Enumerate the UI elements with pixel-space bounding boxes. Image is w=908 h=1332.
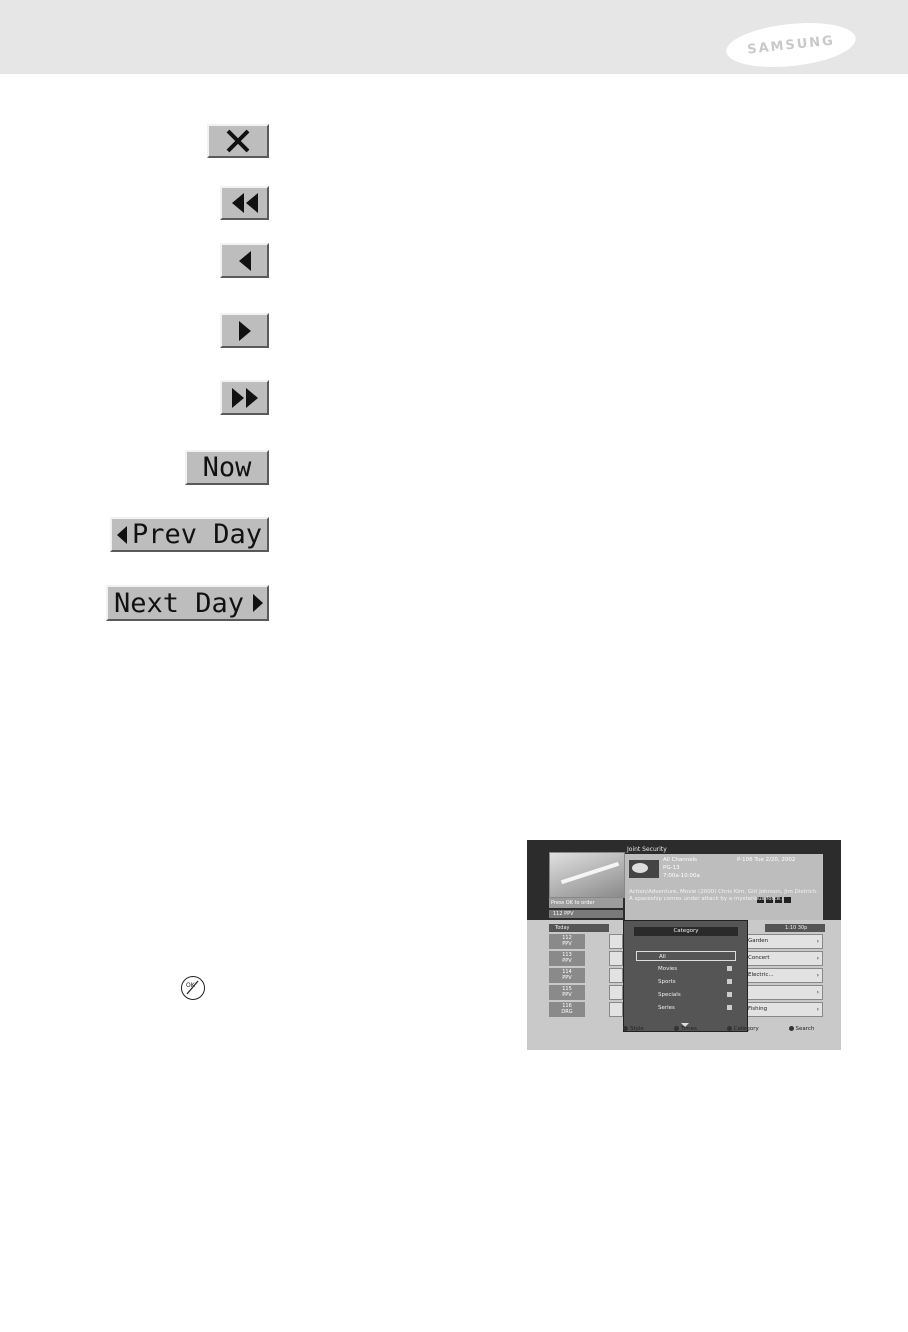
program-cell[interactable]: Fishing (743, 1002, 823, 1017)
grid-head-left: Today (549, 924, 609, 932)
tv-guide-screenshot: Press OK to order 112 PPV Joint Security… (527, 840, 841, 1050)
guide-footer: Style Times Category Search (623, 1024, 833, 1034)
fast-forward-button[interactable] (220, 380, 269, 415)
category-option[interactable]: Specials (636, 990, 736, 1000)
category-popup: Category All Movies Sports Specials Seri… (623, 920, 748, 1032)
program-info-panel: All Channels P-106 Tue 2/20, 2002 PG-13 … (625, 854, 823, 920)
next-button[interactable] (220, 313, 269, 348)
feature-icons (757, 888, 793, 907)
program-title: Joint Security (627, 846, 667, 853)
left-arrow-icon (238, 250, 251, 271)
rewind-button[interactable] (220, 186, 269, 220)
category-option[interactable]: Sports (636, 977, 736, 987)
next-day-label: Next Day (114, 587, 245, 619)
program-thumbnail (549, 852, 625, 898)
now-button[interactable]: Now (185, 450, 269, 485)
footer-times[interactable]: Times (673, 1026, 711, 1032)
next-day-button[interactable]: Next Day (106, 585, 269, 621)
page-header: SAMSUNG (0, 0, 908, 74)
footer-search[interactable]: Search (788, 1026, 829, 1032)
rating-info: PG-13 (663, 865, 680, 871)
channel-bar: 112 PPV (549, 910, 623, 918)
program-cell[interactable] (743, 985, 823, 1000)
right-arrow-icon (238, 320, 251, 341)
program-cell[interactable]: Garden (743, 934, 823, 949)
checkbox-icon[interactable] (727, 979, 732, 984)
program-cell[interactable] (609, 985, 623, 1000)
prev-day-button[interactable]: Prev Day (110, 517, 269, 552)
prev-day-label: Prev Day (132, 519, 263, 550)
program-description: Action/Adventure, Movie (2000) Chris Kim… (629, 889, 818, 902)
order-prompt: Press OK to order (549, 898, 623, 908)
close-button[interactable] (207, 124, 269, 158)
checkbox-icon[interactable] (727, 992, 732, 997)
previous-button[interactable] (220, 243, 269, 278)
now-label: Now (202, 452, 252, 483)
scroll-down-icon[interactable] (681, 1023, 689, 1027)
program-cell[interactable] (609, 968, 623, 983)
ok-icon-label: OK (186, 982, 196, 989)
category-option[interactable]: Series (636, 1003, 736, 1013)
time-info: 7:00a-10:00a (663, 873, 700, 879)
right-triangle-icon (253, 594, 264, 612)
program-cell[interactable] (609, 934, 623, 949)
checkbox-icon[interactable] (727, 966, 732, 971)
checkbox-icon[interactable] (727, 1005, 732, 1010)
channel-info: All Channels (663, 857, 698, 863)
samsung-logo: SAMSUNG (724, 17, 858, 73)
double-right-arrow-icon (231, 387, 258, 408)
ok-remote-button-icon: OK (181, 976, 205, 1000)
date-info: P-106 Tue 2/20, 2002 (737, 857, 796, 863)
grid-head-right: 1:10 30p (765, 924, 825, 932)
double-left-arrow-icon (231, 193, 258, 213)
program-cell[interactable]: Electric... (743, 968, 823, 983)
brand-text: SAMSUNG (746, 32, 836, 58)
provider-logo-icon (629, 860, 659, 878)
footer-category[interactable]: Category (726, 1026, 773, 1032)
program-cell[interactable]: Concert (743, 951, 823, 966)
category-popup-title: Category (634, 927, 738, 936)
program-cell[interactable] (609, 1002, 623, 1017)
close-x-icon (226, 129, 250, 153)
grid-header: Today 1:10 30p (549, 924, 825, 932)
category-option[interactable]: Movies (636, 964, 736, 974)
footer-style[interactable]: Style (623, 1026, 658, 1032)
ok-slash-icon: OK (186, 980, 199, 995)
program-cell[interactable] (609, 951, 623, 966)
left-triangle-icon (117, 525, 127, 544)
category-option[interactable]: All (636, 951, 736, 961)
